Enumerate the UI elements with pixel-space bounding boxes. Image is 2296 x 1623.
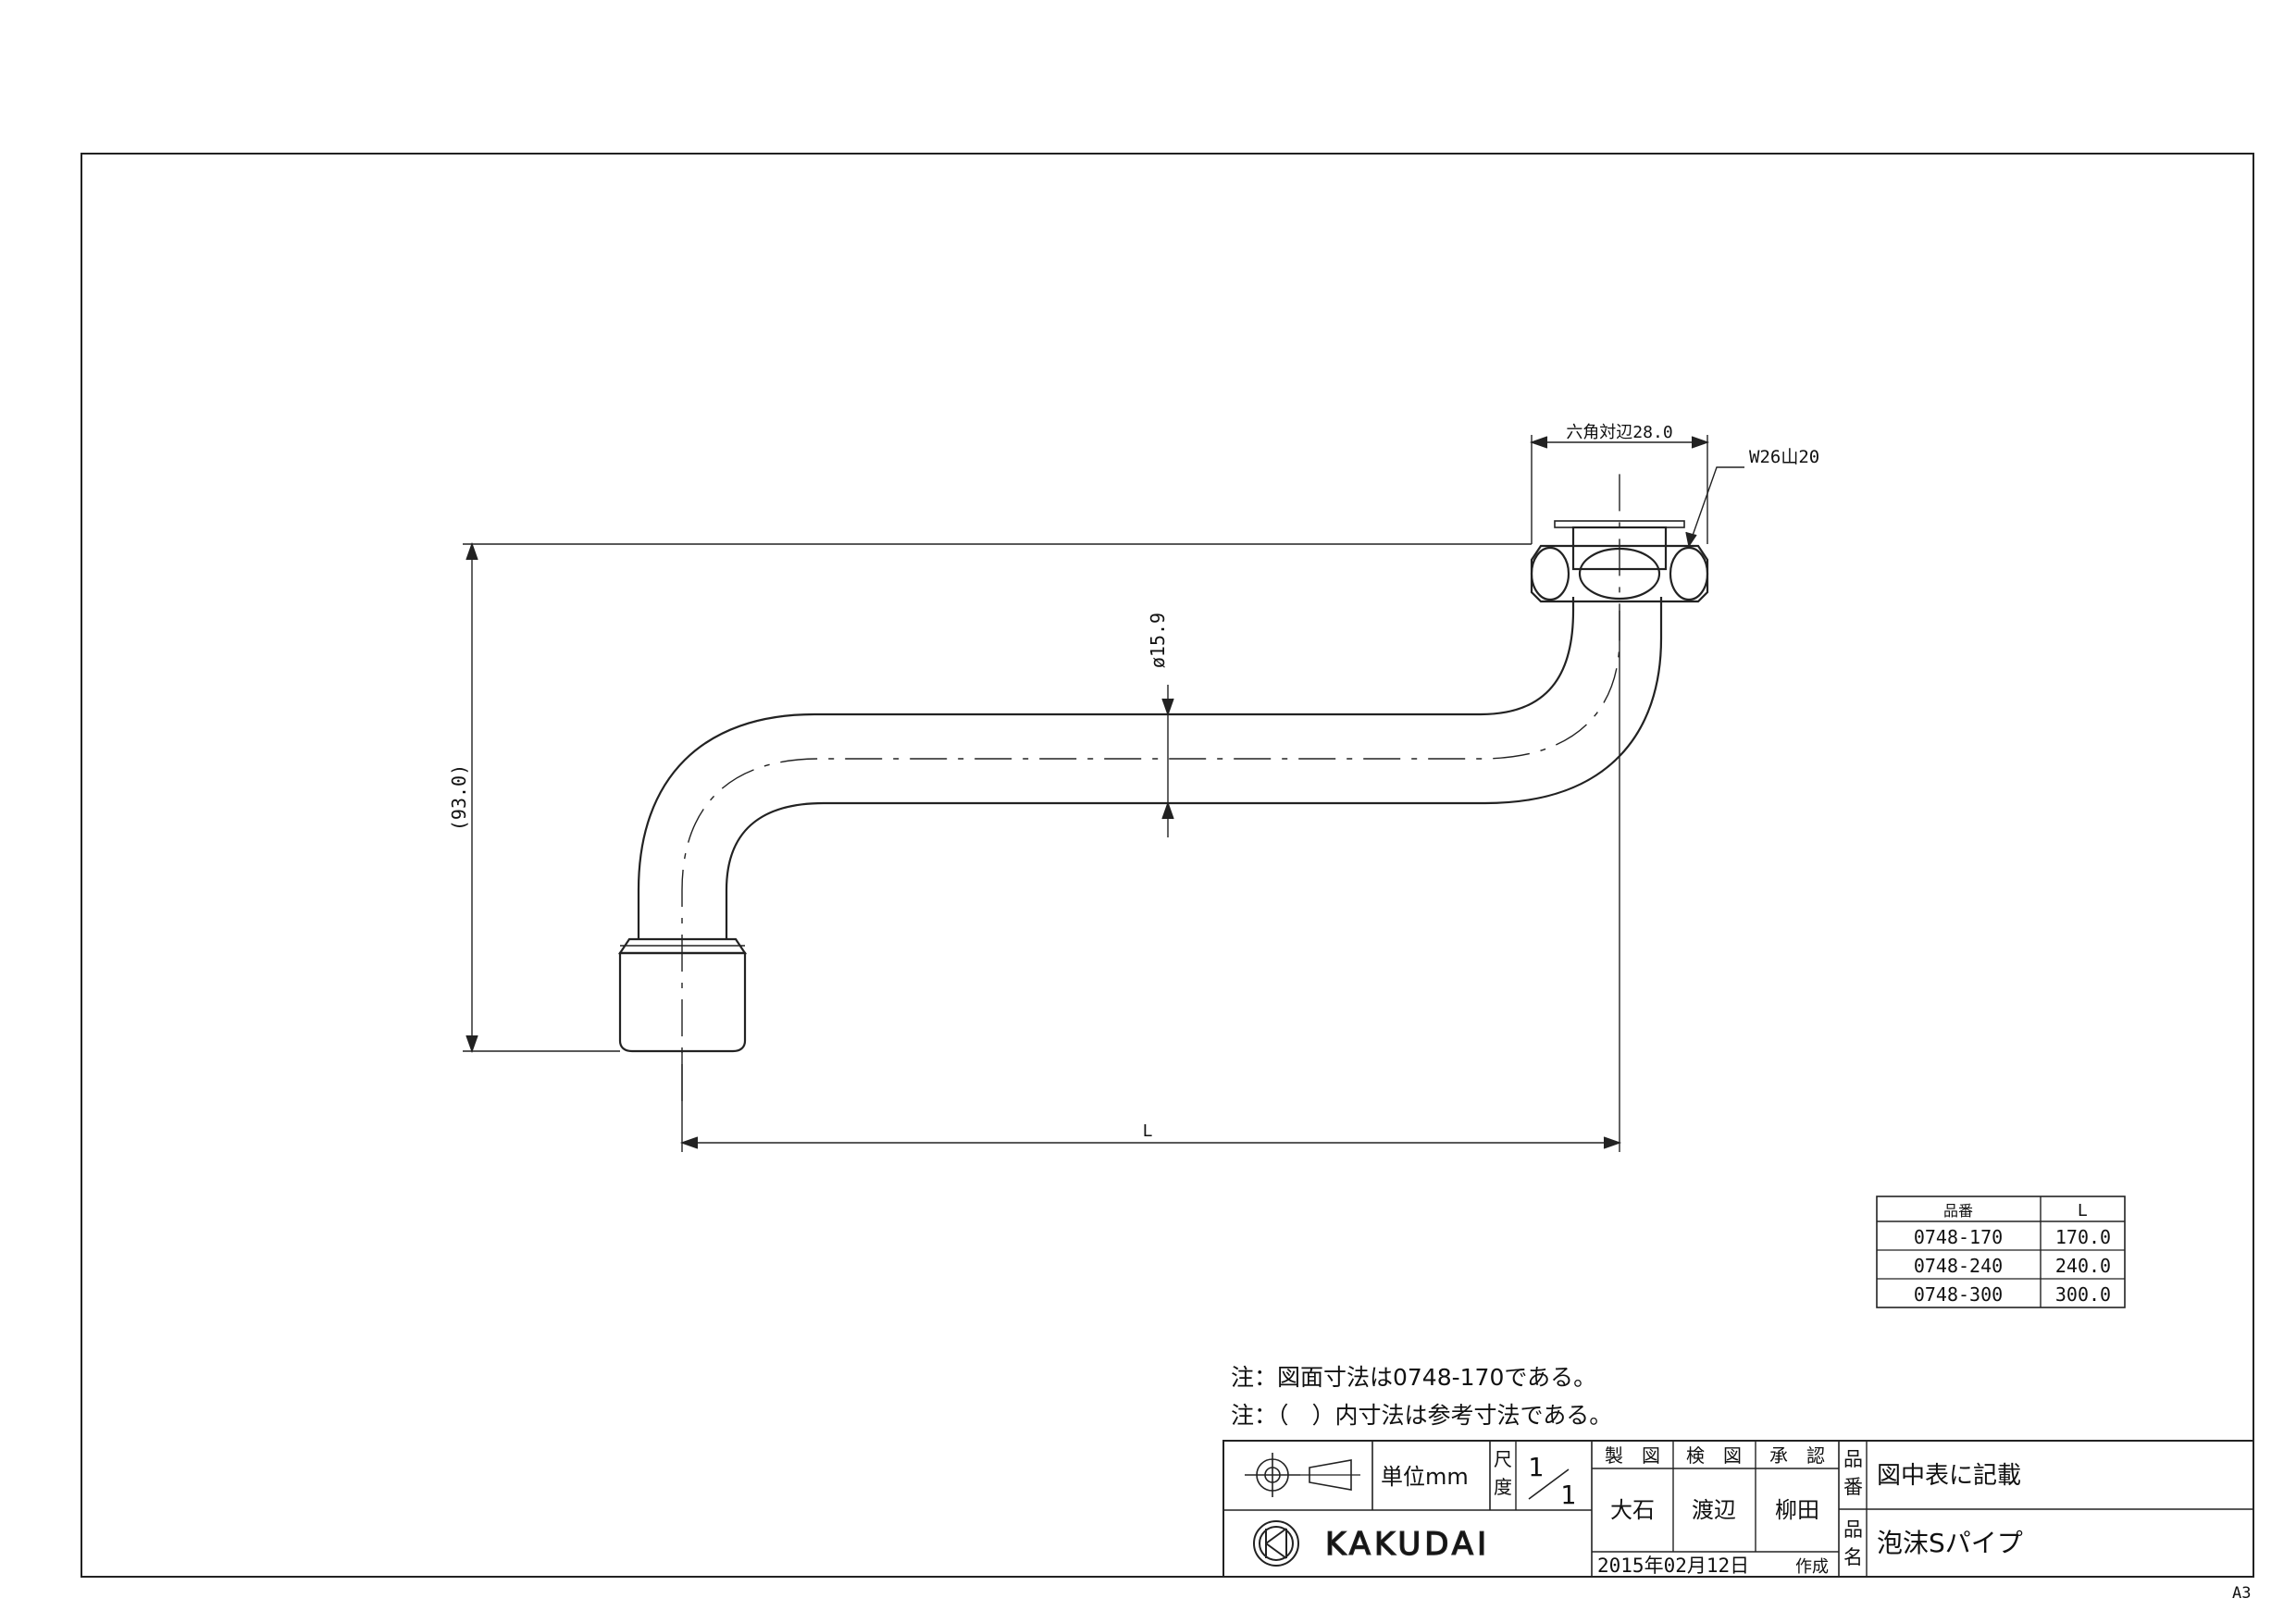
diameter-dimension-label: ø15.9 <box>1147 613 1169 668</box>
note-drawing-dimensions: 注：図面寸法は0748-170である。 <box>1231 1364 1596 1391</box>
checked-by-label: 検 図 <box>1686 1444 1742 1467</box>
sheet-size-label: A3 <box>2232 1584 2251 1603</box>
parts-table-row-2-l: 240.0 <box>2055 1255 2111 1277</box>
kakudai-logo-icon <box>1253 1520 1299 1567</box>
parts-table-row-3-l: 300.0 <box>2055 1283 2111 1306</box>
title-block <box>1222 1440 2254 1578</box>
part-no-label-1: 品 <box>1843 1448 1863 1470</box>
thread-dimension-label: W26山20 <box>1749 447 1819 467</box>
dimensions <box>463 435 1744 1152</box>
part-name-label-2: 名 <box>1843 1546 1863 1568</box>
creation-date: 2015年02月12日 <box>1597 1555 1749 1577</box>
approved-by-label: 承 認 <box>1769 1444 1825 1467</box>
part-name-label-1: 品 <box>1843 1518 1863 1541</box>
parts-table-row-3-part-no: 0748-300 <box>1914 1283 2003 1306</box>
hex-nut-left-face <box>1530 546 1570 601</box>
pipe-drawing <box>617 472 1709 1101</box>
note-reference-dimensions: 注：（ ）内寸法は参考寸法である。 <box>1231 1402 1612 1429</box>
hex-nut-washer <box>1554 520 1685 528</box>
outlet-nut <box>618 951 747 1053</box>
scale-label-top: 尺 <box>1494 1448 1512 1470</box>
pipe-outer-contour <box>637 597 1575 939</box>
hex-dimension-label: 六角対辺28.0 <box>1566 423 1672 442</box>
checked-by-name: 渡辺 <box>1692 1497 1736 1523</box>
sheet-border <box>81 153 2254 1578</box>
pipe-inner-contour <box>725 597 1663 939</box>
unit-label: 単位mm <box>1381 1464 1469 1490</box>
part-no-value: 図中表に記載 <box>1877 1462 2021 1490</box>
parts-table-row-2-part-no: 0748-240 <box>1914 1255 2003 1277</box>
hex-nut-right-face <box>1669 546 1709 601</box>
created-label: 作成 <box>1795 1557 1829 1577</box>
pipe-centerline <box>681 472 1620 1101</box>
made-by-label: 製 図 <box>1605 1444 1660 1467</box>
made-by-name: 大石 <box>1610 1497 1655 1523</box>
scale-label-bottom: 度 <box>1494 1476 1512 1498</box>
company-name: KAKUDAI <box>1325 1526 1490 1563</box>
length-dimension-label: L <box>1143 1121 1153 1141</box>
height-dimension-label: (93.0) <box>448 764 470 831</box>
part-no-label-2: 番 <box>1843 1476 1863 1498</box>
approved-by-name: 柳田 <box>1775 1497 1819 1523</box>
part-name-value: 泡沫Sパイプ <box>1877 1528 2023 1558</box>
hex-nut-center-face <box>1578 547 1661 601</box>
parts-table-row-1-l: 170.0 <box>2055 1226 2111 1248</box>
parts-table-header-l: L <box>2078 1201 2087 1220</box>
parts-table-header-part-no: 品番 <box>1943 1202 1973 1220</box>
scale-denominator: 1 <box>1560 1480 1576 1510</box>
scale-numerator: 1 <box>1528 1452 1544 1482</box>
parts-table-row-1-part-no: 0748-170 <box>1914 1226 2003 1248</box>
company-logo: KAKUDAI <box>1253 1520 1490 1567</box>
parts-table: 品番 L 0748-170 170.0 0748-240 240.0 0748-… <box>1876 1196 2126 1308</box>
projection-symbol-icon <box>1245 1453 1360 1497</box>
